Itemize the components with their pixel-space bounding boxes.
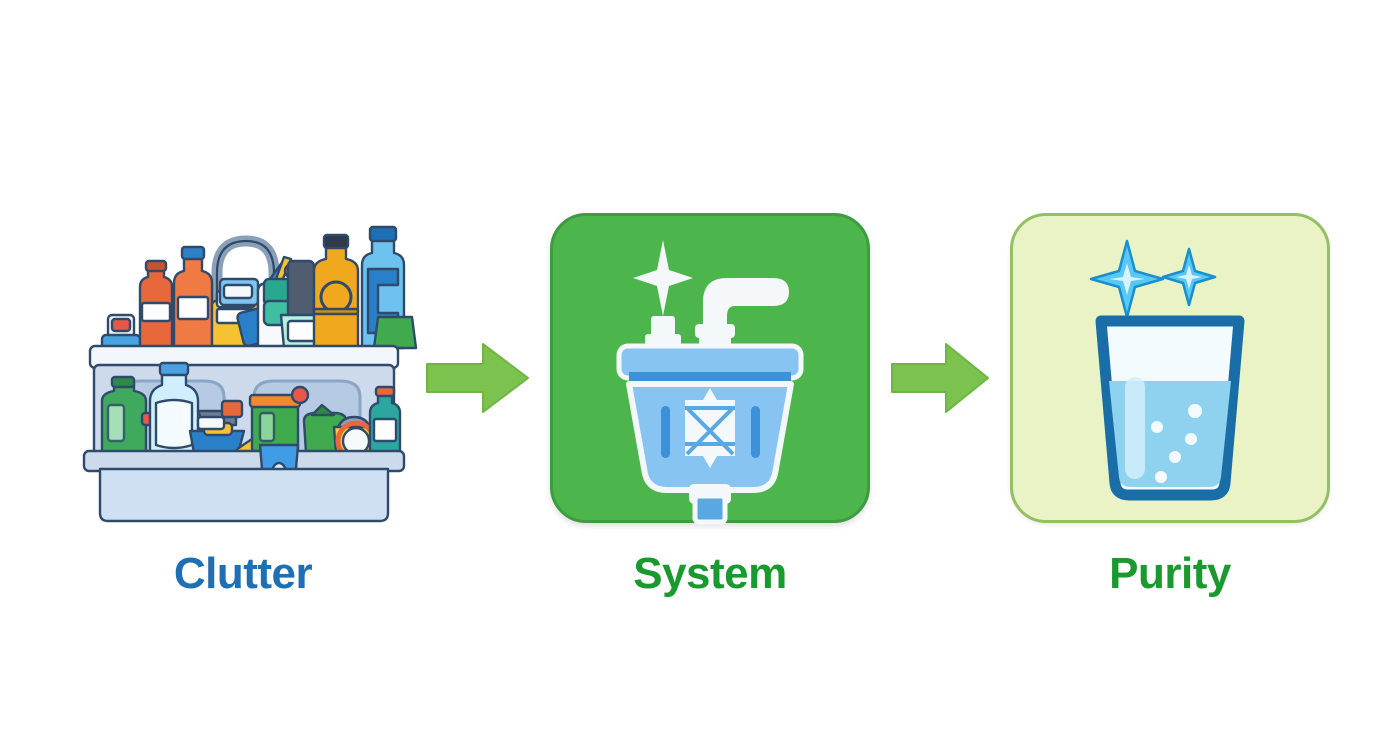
step-clutter: Clutter	[78, 205, 418, 605]
bubble	[1169, 450, 1181, 463]
clutter-item-green-jug	[100, 375, 148, 455]
sparkle-icon	[633, 239, 693, 316]
bubble	[1151, 420, 1163, 433]
clean-water-glass-icon	[1089, 239, 1245, 500]
right-arrow-icon	[426, 343, 529, 413]
step-purity: Purity	[1005, 205, 1335, 605]
arrow-clutter-to-system	[425, 340, 530, 416]
bubble	[1188, 403, 1202, 418]
step-system: System	[545, 205, 875, 605]
filter-vent-left	[661, 405, 670, 458]
clutter-item-teal-bottle	[368, 385, 402, 455]
right-arrow-icon	[891, 343, 989, 413]
step-label-clutter: Clutter	[173, 549, 313, 598]
water-glass	[1095, 315, 1245, 500]
sparkle-large-icon	[1089, 239, 1165, 318]
clutter-item-water-bottle	[148, 361, 200, 455]
bubble	[1155, 470, 1167, 483]
clutter-item-amber-jug	[312, 233, 360, 350]
cluttered-sink-cabinet-illustration	[82, 225, 418, 523]
clutter-item-lightblue-box	[218, 277, 260, 307]
clutter-item-orange-bottle-1	[138, 259, 174, 350]
system-panel-wrap	[545, 205, 875, 530]
arrow-system-to-purity	[890, 340, 995, 416]
filter-housing	[616, 343, 804, 524]
system-panel	[550, 212, 870, 524]
step-label-purity: Purity	[1109, 549, 1231, 598]
filter-vent-right	[751, 405, 760, 458]
sink-basin-front	[98, 467, 390, 523]
step-label-system: System	[633, 549, 787, 598]
bubble	[1185, 432, 1197, 445]
clutter-item-tin	[100, 313, 142, 351]
sparkle-small-icon	[1161, 247, 1217, 306]
clutter-illustration-wrap	[78, 205, 418, 530]
filter-cartridge	[685, 387, 735, 468]
water-filter-icon	[616, 239, 804, 524]
clutter-item-green-box-top	[372, 315, 418, 350]
clutter-item-green-canister	[248, 393, 302, 455]
purity-panel-wrap	[1005, 205, 1335, 530]
purity-panel	[1010, 212, 1330, 523]
clutter-item-red-knob	[290, 385, 310, 405]
clutter-item-orange-bottle-2	[172, 245, 214, 350]
